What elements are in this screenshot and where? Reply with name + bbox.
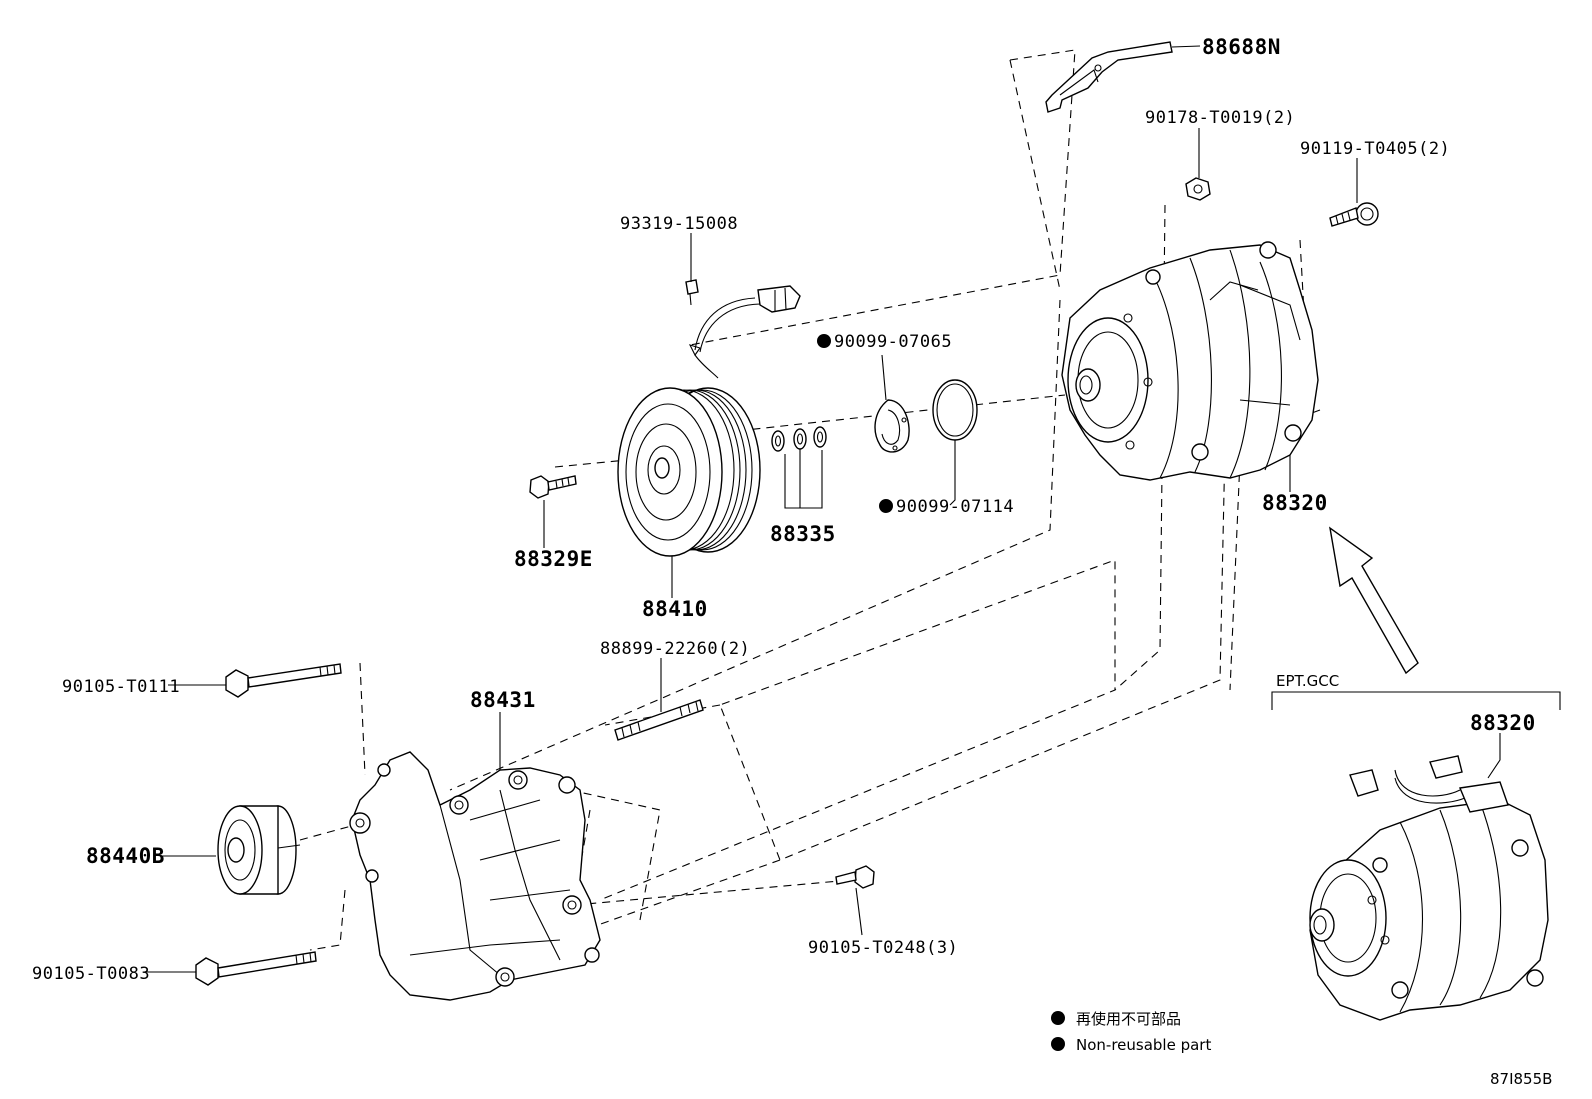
snap-ring-90099-07114 [932, 379, 978, 441]
label-93319-15008: 93319-15008 [620, 214, 738, 234]
idler-pulley-88440B [217, 805, 301, 895]
label-88320-variant: 88320 [1470, 711, 1536, 735]
bracket-88688N [1045, 41, 1173, 113]
legend-marker [1051, 1037, 1065, 1051]
label-88688N: 88688N [1202, 35, 1281, 59]
label-90099-07114: 90099-07114 [896, 497, 1014, 517]
label-88320: 88320 [1262, 491, 1328, 515]
direction-arrow [1329, 526, 1419, 675]
label-88410: 88410 [642, 597, 708, 621]
bolt-90105-T0083 [195, 951, 317, 986]
label-88899-22260: 88899-22260(2) [600, 639, 750, 659]
bolt-90105-T0111 [225, 663, 342, 698]
shims-88335 [771, 426, 827, 452]
compressor-88320-variant [1309, 755, 1549, 1021]
bolt-90105-T0248 [835, 865, 875, 889]
compressor-88320 [1061, 241, 1319, 481]
label-88335: 88335 [770, 522, 836, 546]
stud-88899 [614, 699, 704, 741]
label-90105-T0248: 90105-T0248(3) [808, 938, 958, 958]
part-labels: 88688N 90178-T0019(2) 90119-T0405(2) 933… [32, 35, 1536, 984]
bolt-93319 [685, 279, 699, 306]
label-90119-T0405: 90119-T0405(2) [1300, 139, 1450, 159]
legend-english: Non-reusable part [1076, 1036, 1211, 1054]
bolt-88329E [529, 475, 577, 499]
snap-ring-90099-07065 [874, 399, 910, 453]
label-90105-T0111: 90105-T0111 [62, 677, 180, 697]
non-reusable-marker [817, 334, 831, 348]
legend-japanese: 再使用不可部品 [1076, 1010, 1181, 1028]
nut-90178 [1185, 177, 1211, 201]
bracket-88431 [349, 751, 601, 1001]
leader-lines [146, 45, 1501, 973]
variant-title: EPT.GCC [1276, 672, 1339, 690]
bolt-90119 [1329, 202, 1379, 227]
diagram-reference-code: 87I855B [1490, 1070, 1552, 1088]
label-88440B: 88440B [86, 844, 165, 868]
label-90178-T0019: 90178-T0019(2) [1145, 108, 1295, 128]
label-90099-07065: 90099-07065 [834, 332, 952, 352]
pulley-88410 [617, 387, 761, 557]
label-90105-T0083: 90105-T0083 [32, 964, 150, 984]
variant-box: EPT.GCC [1271, 672, 1561, 710]
label-88329E: 88329E [514, 547, 593, 571]
legend-marker [1051, 1011, 1065, 1025]
label-88431: 88431 [470, 688, 536, 712]
clutch-wire-harness [688, 285, 801, 379]
non-reusable-marker [879, 499, 893, 513]
legend: 再使用不可部品 Non-reusable part [1051, 1010, 1211, 1054]
